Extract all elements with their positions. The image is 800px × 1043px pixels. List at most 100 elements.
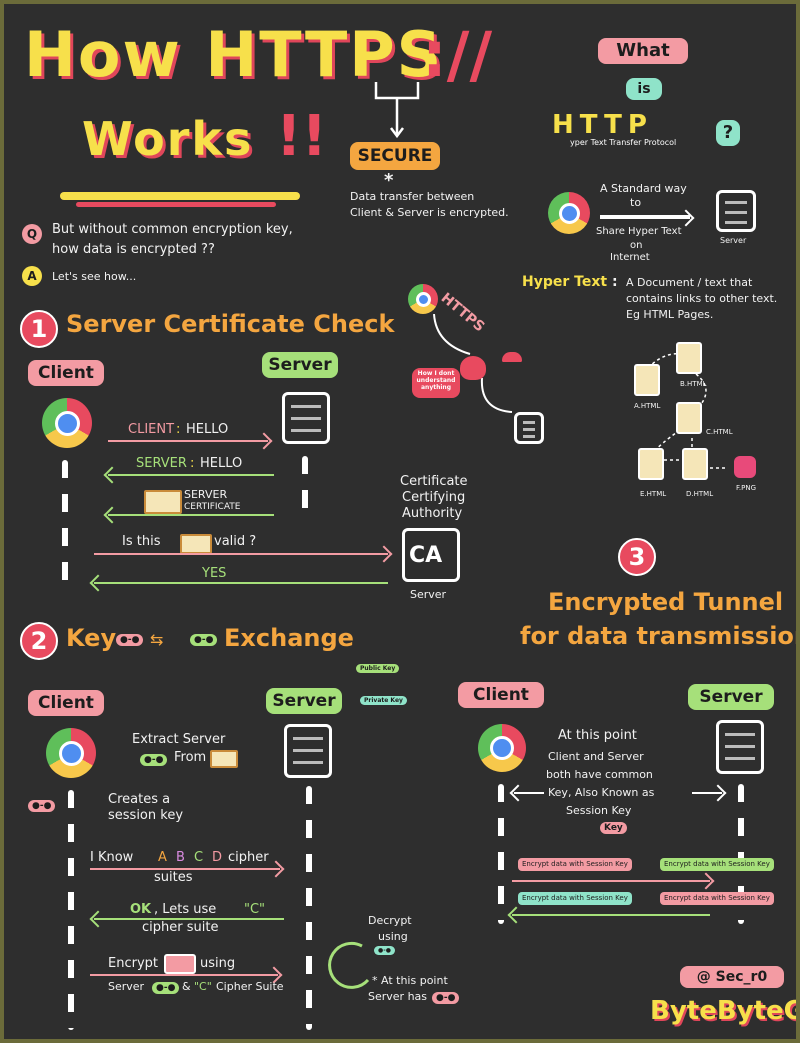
s1-m2-colon: :	[190, 456, 195, 471]
title-underline	[60, 192, 300, 200]
s2-chosen-suite: "C"	[244, 902, 266, 917]
brand-name: ByteByteGo	[650, 996, 796, 1026]
s1-m3-line1: SERVER	[184, 488, 228, 501]
s1-m5-text: YES	[202, 566, 227, 581]
s3-right-arrow	[692, 792, 722, 794]
hypertext-desc1: A Document / text that	[626, 276, 753, 289]
secure-badge: SECURE	[350, 142, 440, 170]
s1-server-label: Server	[262, 352, 338, 378]
certificate-icon-small	[180, 534, 212, 554]
title-line1: How HTTPS	[24, 18, 444, 91]
s1-server-icon	[282, 392, 330, 444]
section3-number: 3	[618, 538, 656, 576]
s1-m2-arrow	[108, 474, 274, 476]
hacker-speech: How I dont understand anything	[412, 368, 460, 398]
doc-b-label: B.HTML	[680, 380, 707, 388]
server-icon	[716, 190, 756, 232]
s2-encrypt-arrow	[90, 974, 278, 976]
title-slash: ://	[422, 18, 493, 91]
s2-cipher-suite-end: Cipher Suite	[216, 980, 284, 993]
s2-privkey-badge: Private Key	[360, 696, 407, 705]
s3-arrow2	[512, 914, 710, 916]
brand-handle: @ Sec_r0	[680, 966, 784, 988]
s2-enc-pubkey-icon: ●-●	[152, 982, 180, 994]
std-arrow	[600, 215, 690, 219]
s2-suite-b: B	[176, 850, 185, 865]
s2-suite-d: D	[212, 850, 223, 865]
ca-label: CA	[409, 543, 443, 568]
title-bang: !!	[276, 104, 328, 169]
q-line2: how data is encrypted ??	[52, 242, 215, 257]
std-server-label: Server	[720, 236, 747, 245]
s2-client-chrome-icon	[46, 728, 96, 778]
secure-desc2: Client & Server is encrypted.	[350, 206, 509, 219]
s2-server-label: Server	[266, 688, 342, 714]
s2-amp: &	[182, 980, 191, 993]
http-expansion: yper Text Transfer Protocol	[570, 138, 677, 147]
s2-cipher-suite: cipher suite	[142, 920, 219, 935]
s3-server-lifeline	[738, 784, 744, 924]
ca-server-icon: CA	[402, 528, 460, 582]
s3-point-line5: Session Key	[566, 804, 632, 817]
s2-server-text: Server	[108, 980, 145, 993]
image-icon	[734, 456, 756, 478]
hypertext-desc3: Eg HTML Pages.	[626, 308, 714, 321]
s2-encrypt-text: Encrypt	[108, 956, 158, 971]
s2-extract-key-icon: ●-●	[140, 754, 168, 766]
s2-creates-line1: Creates a	[108, 792, 171, 807]
s3-box2: Encrypt data with Session Key	[660, 858, 774, 871]
s1-m1-text: HELLO	[186, 422, 229, 437]
s3-point-line1: At this point	[558, 728, 637, 743]
https-path	[433, 314, 513, 413]
s2-suite-a: A	[158, 850, 167, 865]
is-badge: is	[626, 78, 662, 100]
std-line1: A Standard way	[600, 182, 687, 195]
s1-m4-text-a: Is this	[122, 534, 161, 549]
s2-cipher-text: cipher	[228, 850, 269, 865]
question-badge: ?	[716, 120, 740, 146]
chrome-icon	[548, 192, 590, 234]
s2-decrypt-loop-arrow	[328, 941, 370, 989]
doc-a-icon	[634, 364, 660, 396]
s2-server-has: Server has	[368, 990, 428, 1003]
s1-m1-colon: :	[176, 422, 181, 437]
s2-extract-line2: From	[174, 750, 207, 765]
s3-server-icon	[716, 720, 764, 774]
s2-session-key-client: ●-●	[28, 800, 56, 812]
std-line3: Share Hyper Text	[596, 226, 682, 237]
secure-bracket	[374, 82, 420, 139]
s2-ok-text: OK	[130, 902, 152, 917]
what-badge: What	[598, 38, 688, 64]
s3-client-lifeline	[498, 784, 504, 924]
secure-desc1: Data transfer between	[350, 190, 475, 203]
q-line1: But without common encryption key,	[52, 222, 293, 237]
s2-point-text: * At this point	[372, 974, 448, 987]
section2-number: 2	[20, 622, 58, 660]
s2-client-lifeline	[68, 790, 74, 1030]
s2-public-key-icon: ●-●	[190, 634, 218, 646]
ca-title3: Authority	[402, 506, 463, 521]
s1-m2-prefix: SERVER	[136, 456, 187, 471]
doc-c-label: C.HTML	[706, 428, 733, 436]
s1-m1-prefix: CLIENT	[128, 422, 175, 437]
s1-client-label: Client	[28, 360, 104, 386]
q-badge: Q	[22, 224, 42, 244]
hypertext-colon: :	[612, 274, 618, 290]
std-line4: on	[630, 240, 643, 251]
infographic-board: How HTTPS :// Works !! SECURE * Data tra…	[4, 4, 796, 1039]
section3-title1: Encrypted Tunnel	[548, 588, 784, 616]
s1-server-lifeline	[302, 456, 308, 516]
ca-server-label: Server	[410, 588, 447, 601]
s2-client-label: Client	[28, 690, 104, 716]
s1-m4-arrow	[94, 553, 388, 555]
title-underline-red	[76, 202, 276, 207]
ca-title2: Certifying	[402, 490, 466, 505]
title-line2: Works	[82, 112, 254, 166]
hypertext-desc2: contains links to other text.	[626, 292, 778, 305]
s2-suites-text: suites	[154, 870, 193, 885]
s2-enc-suite: "C"	[194, 980, 212, 993]
section1-number: 1	[20, 310, 58, 348]
s3-box3: Encrypt data with Session Key	[518, 892, 632, 905]
doc-e-label: E.HTML	[640, 490, 667, 498]
s2-server-icon	[284, 724, 332, 778]
